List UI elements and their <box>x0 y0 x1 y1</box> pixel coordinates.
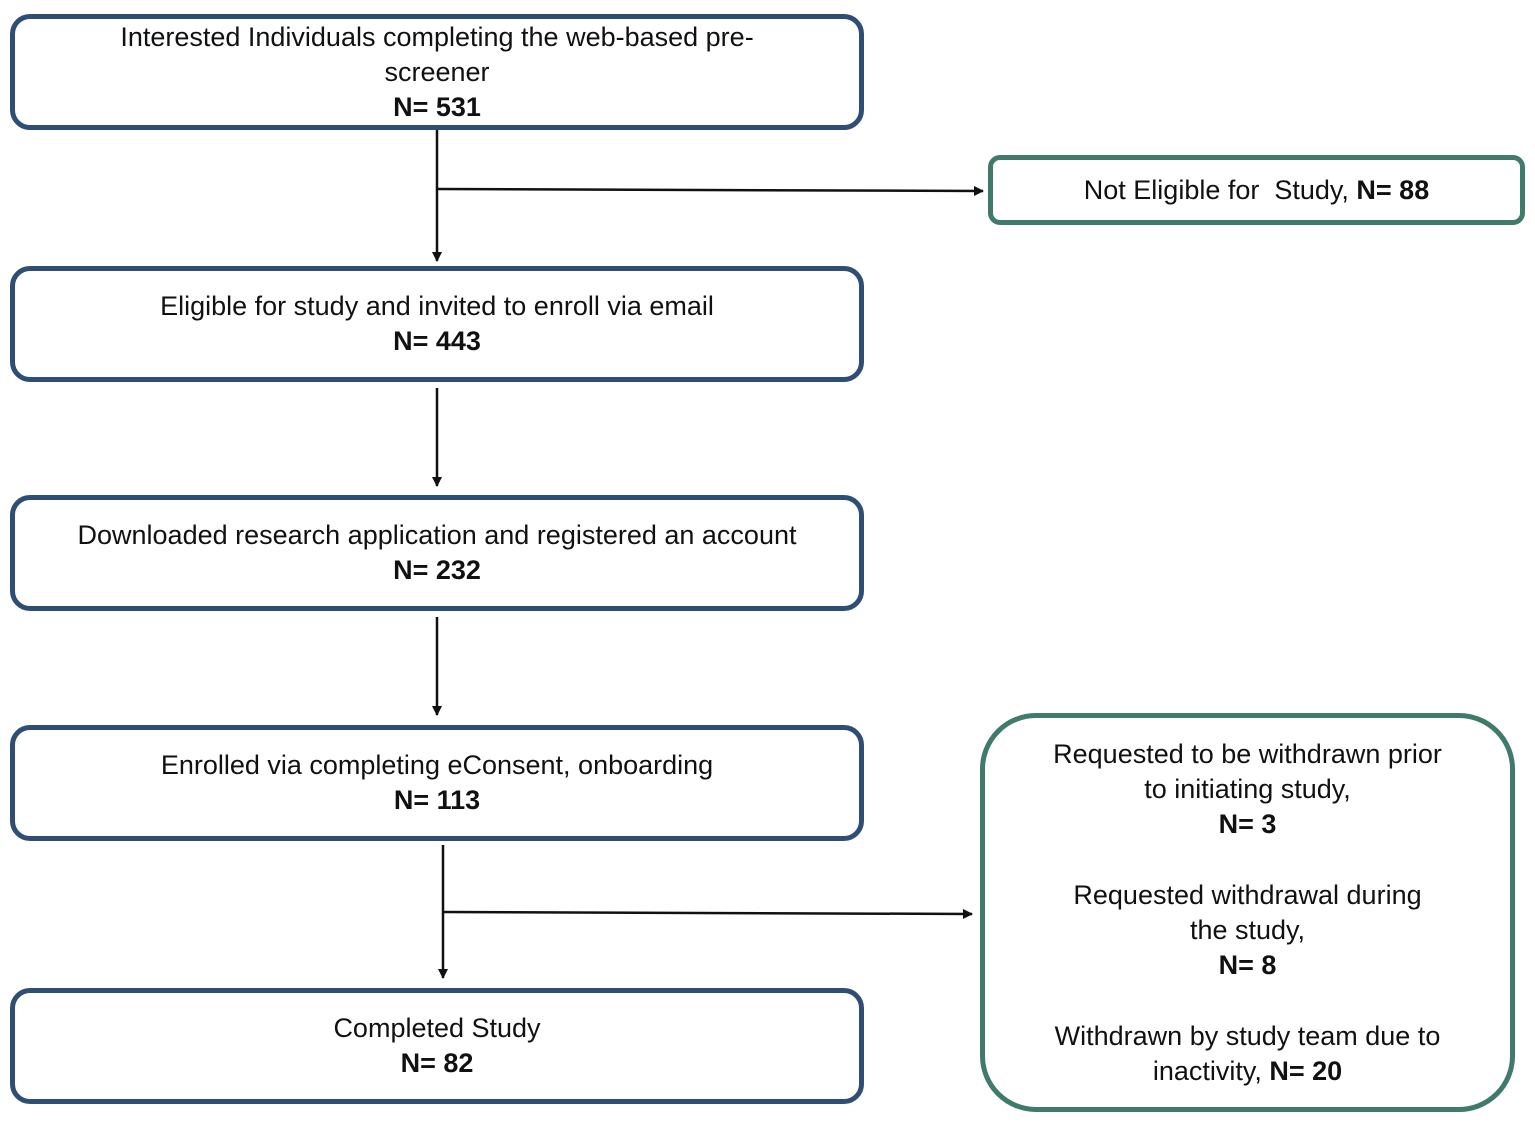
arrow-to-withdrawals <box>442 908 973 919</box>
eligible-box: Eligible for study and invited to enroll… <box>10 266 864 382</box>
withdrawn-inactivity-count: N= 20 <box>1269 1055 1343 1086</box>
withdrawn-prior-line-2: to initiating study, <box>1144 773 1351 804</box>
enrolled-count: N= 113 <box>393 785 481 815</box>
prescreener-label-line-1: Interested Individuals completing the we… <box>120 21 754 52</box>
not-eligible-label: Not Eligible for Study, <box>1083 174 1357 205</box>
withdrawals-box: Requested to be withdrawn prior to initi… <box>980 713 1515 1112</box>
withdrawn-inactivity-line-2: inactivity, N= 20 <box>1153 1054 1342 1089</box>
prescreener-count: N= 531 <box>393 91 481 122</box>
withdrawn-during-line-2: the study, <box>1189 914 1306 945</box>
enrolled-label: Enrolled via completing eConsent, onboar… <box>160 750 714 780</box>
withdrawn-during-line-1: Requested withdrawal during <box>1073 879 1422 910</box>
completed-label: Completed Study <box>333 1013 541 1043</box>
enrolled-box: Enrolled via completing eConsent, onboar… <box>10 725 864 841</box>
prescreener-label-line-2: screener <box>384 56 490 87</box>
completed-count: N= 82 <box>400 1048 474 1078</box>
not-eligible-count: N= 88 <box>1356 174 1430 205</box>
prescreener-box: Interested Individuals completing the we… <box>10 14 864 130</box>
withdrawn-prior-count: N= 3 <box>1218 808 1277 839</box>
withdrawn-inactivity-line-1: Withdrawn by study team due to <box>1054 1020 1441 1051</box>
eligible-count: N= 443 <box>393 326 481 356</box>
downloaded-count: N= 232 <box>393 555 481 585</box>
withdrawn-prior-line-1: Requested to be withdrawn prior <box>1053 738 1442 769</box>
downloaded-box: Downloaded research application and regi… <box>10 495 864 611</box>
completed-box: Completed Study N= 82 <box>10 988 864 1104</box>
arrow-to-not-eligible <box>436 185 984 196</box>
not-eligible-box: Not Eligible for Study, N= 88 <box>988 155 1525 225</box>
eligible-label: Eligible for study and invited to enroll… <box>160 291 714 321</box>
withdrawn-during-count: N= 8 <box>1218 949 1277 980</box>
withdrawn-inactivity-prefix: inactivity, <box>1152 1055 1270 1086</box>
downloaded-label: Downloaded research application and regi… <box>77 520 797 550</box>
